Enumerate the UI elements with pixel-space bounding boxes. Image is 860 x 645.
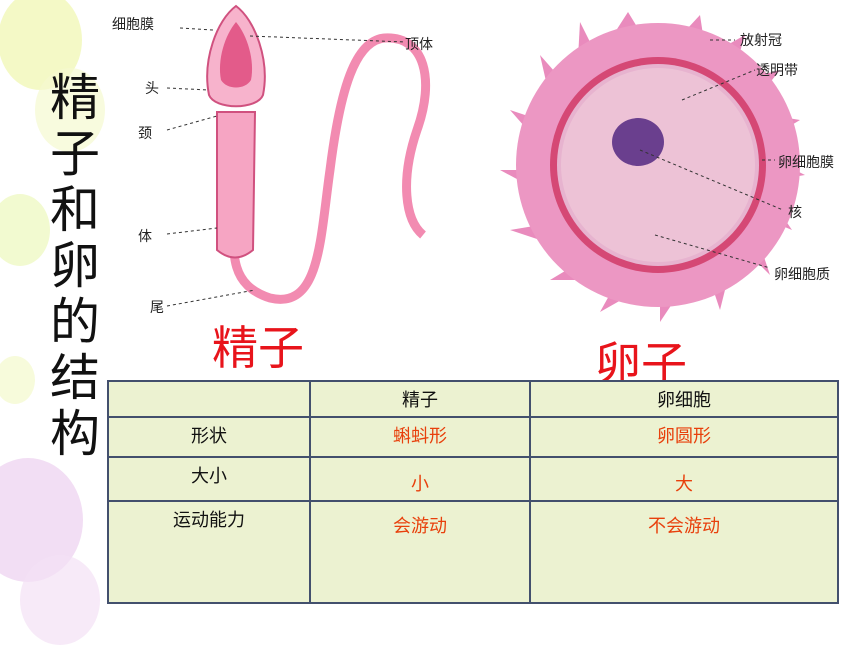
sperm-diagram [166, 0, 445, 315]
sperm-motility: 会游动 [309, 500, 531, 604]
comparison-table: 精子 卵细胞 形状 蝌蚪形 卵圆形 大小 小 大 运动能力 会游动 不会游动 [107, 380, 839, 604]
sperm-label-head: 头 [145, 81, 159, 97]
egg-shape: 卵圆形 [529, 416, 839, 458]
sperm-label-acrosome: 顶体 [405, 37, 433, 53]
row-label-shape: 形状 [107, 416, 311, 458]
egg-label-nucleus: 核 [788, 205, 802, 221]
table-header-egg: 卵细胞 [529, 380, 839, 418]
sperm-shape: 蝌蚪形 [309, 416, 531, 458]
egg-label-membrane: 卵细胞膜 [778, 155, 834, 171]
table-header-corner [107, 380, 311, 418]
egg-label-corona: 放射冠 [740, 33, 782, 49]
table-row: 运动能力 会游动 不会游动 [107, 500, 839, 604]
sperm-caption: 精子 [212, 321, 304, 375]
sperm-label-tail: 尾 [150, 300, 164, 316]
sperm-label-neck: 颈 [138, 126, 152, 142]
table-row: 大小 小 大 [107, 456, 839, 502]
egg-diagram [470, 0, 860, 330]
sperm-label-membrane: 细胞膜 [112, 17, 154, 33]
egg-size: 大 [529, 456, 839, 502]
slide-title: 精 子 和 卵 的 结 构 [50, 69, 100, 463]
table-header-row: 精子 卵细胞 [107, 380, 839, 418]
egg-motility: 不会游动 [529, 500, 839, 604]
sperm-label-body: 体 [138, 229, 152, 245]
egg-label-zona: 透明带 [756, 63, 798, 79]
row-label-size: 大小 [107, 456, 311, 502]
egg-label-cytoplasm: 卵细胞质 [774, 267, 830, 283]
row-label-motility: 运动能力 [107, 500, 311, 604]
table-row: 形状 蝌蚪形 卵圆形 [107, 416, 839, 458]
sperm-size: 小 [309, 456, 531, 502]
table-header-sperm: 精子 [309, 380, 531, 418]
